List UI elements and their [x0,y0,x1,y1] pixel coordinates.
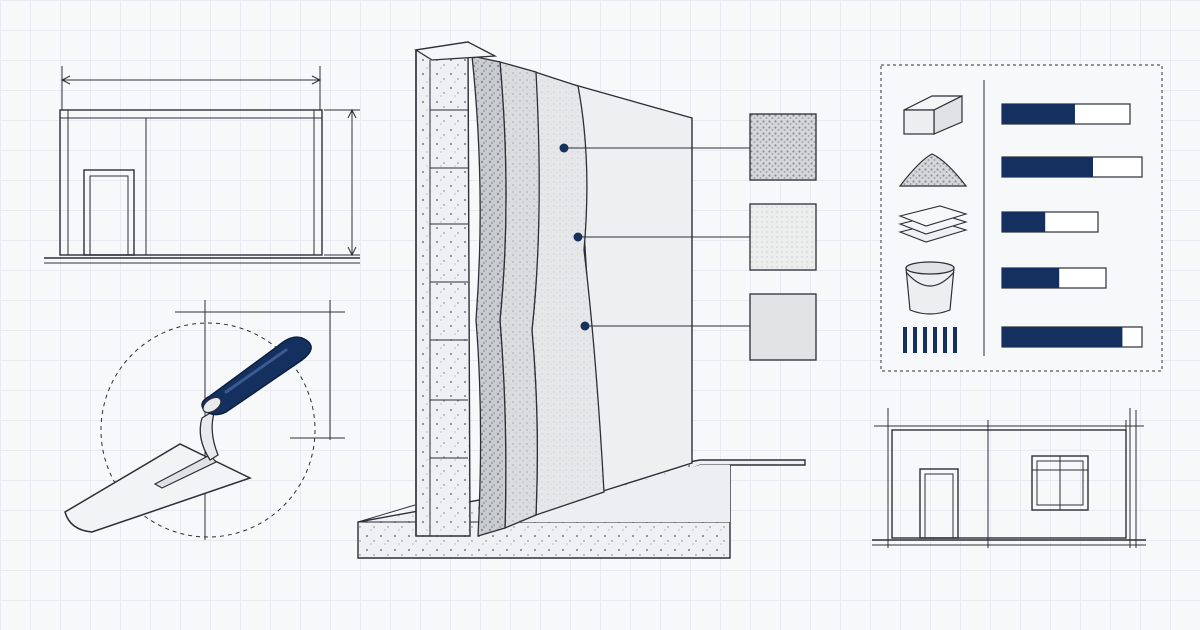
swatch-fine-texture [749,203,817,271]
elevation-door-2 [919,468,959,539]
legend-level-bars [1001,103,1143,348]
swatch-coarse-texture [749,113,817,181]
level-bar-fill [1002,104,1075,124]
trowel-illustration [64,300,345,540]
trowel-shank [199,408,219,461]
callout-leaders [559,143,750,331]
level-bar-fill [1002,268,1060,288]
building-elevation-top-left [44,66,360,264]
level-bar-fill [1002,212,1046,232]
elevation-wall-2 [891,429,1127,539]
layer-coarse-render [471,55,507,537]
sand-pile-icon [898,153,968,187]
rebar-icon [903,327,957,353]
trowel-guide-circle [100,322,316,538]
trowel-handle [201,336,312,416]
board-stack-icon [898,205,968,243]
trowel-blade [64,443,252,533]
brick-block-icon [903,95,963,135]
swatch-smooth-finish [749,293,817,361]
layer-masonry-block [415,41,471,537]
elevation-door [83,169,135,256]
paint-bucket-icon [905,261,955,315]
level-bar-fill [1002,157,1093,177]
materials-legend-panel [880,64,1163,372]
building-elevation-bottom-right [872,408,1146,548]
wall-section [357,41,817,559]
level-bar-fill [1002,327,1123,347]
elevation-wall [59,109,323,256]
